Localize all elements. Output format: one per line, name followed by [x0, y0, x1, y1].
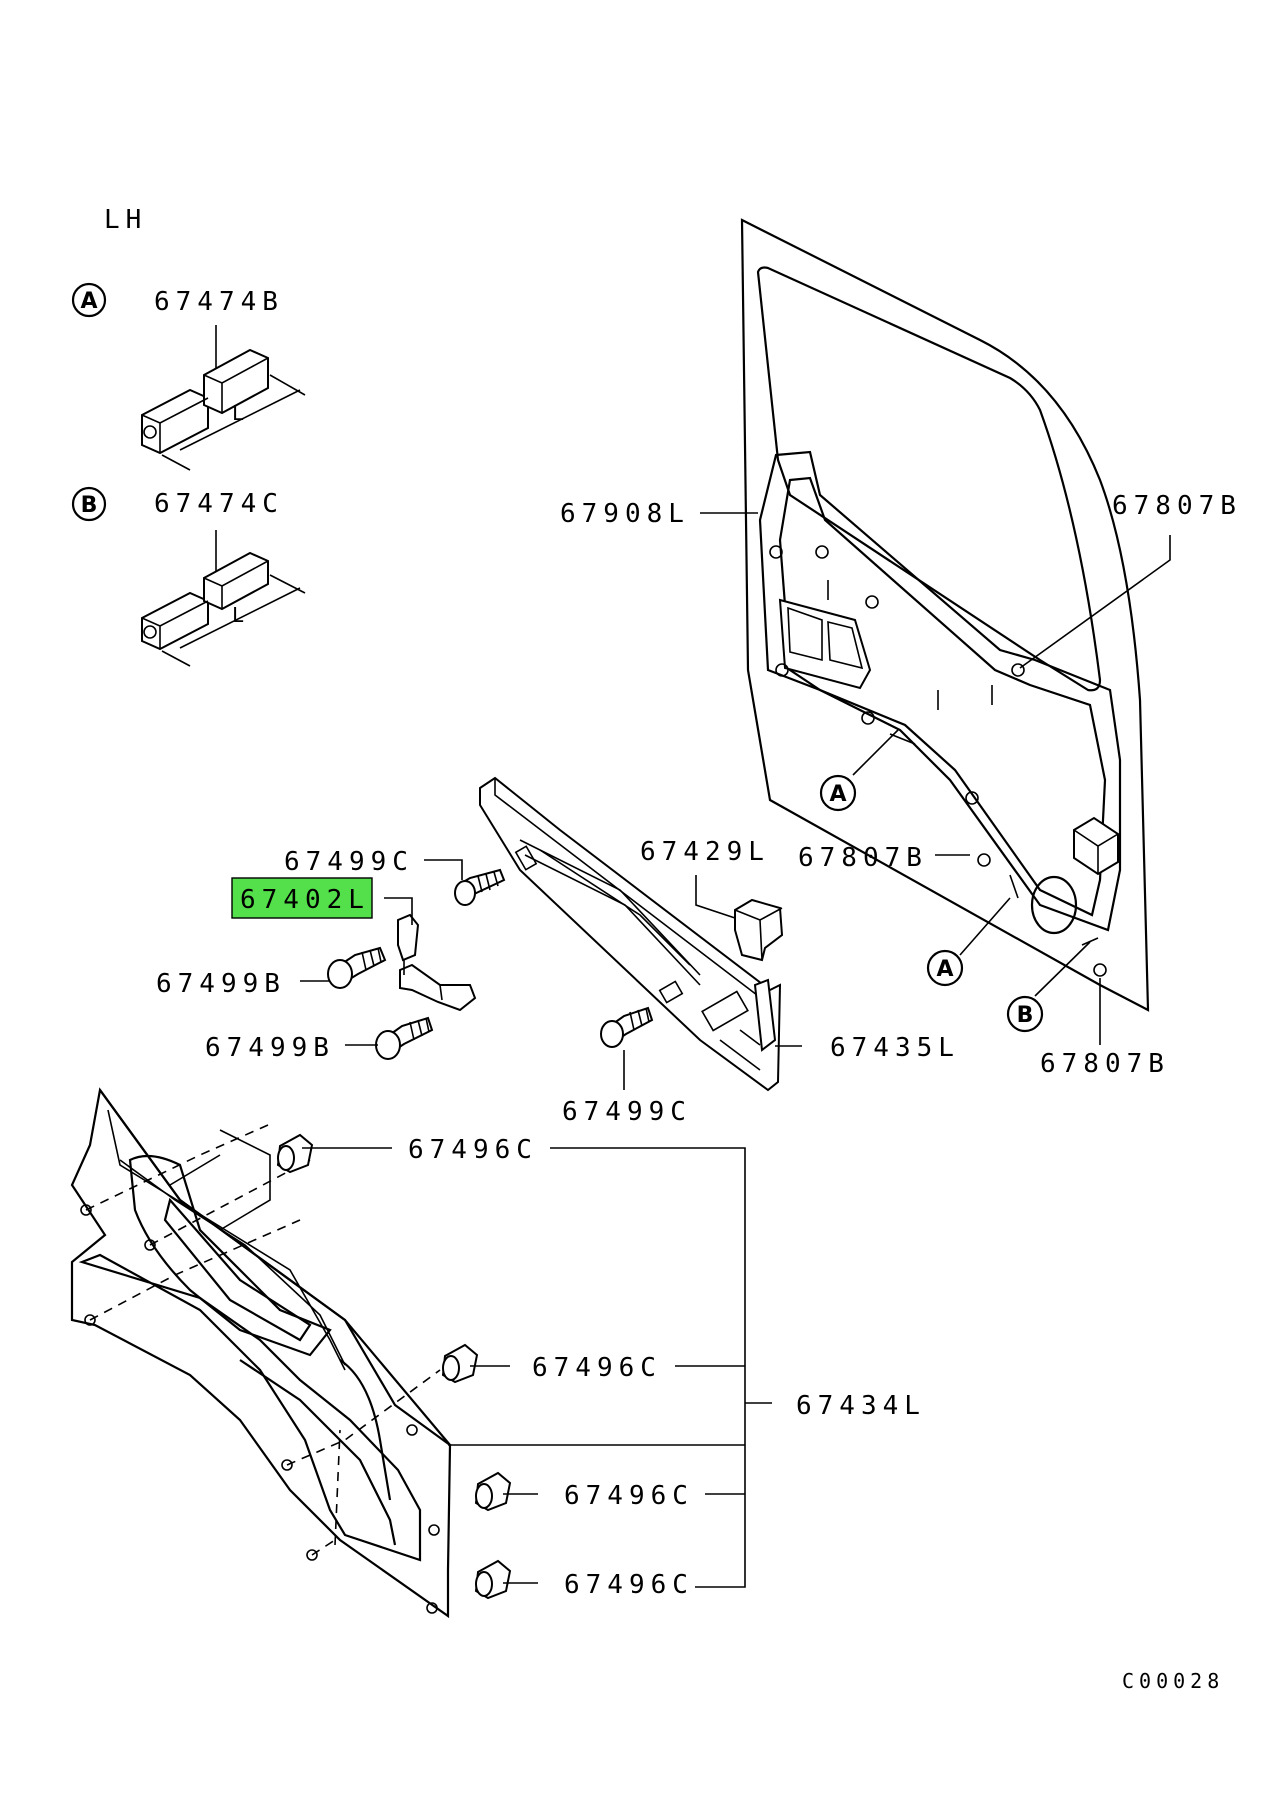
figure-code: C00028 — [1122, 1669, 1224, 1693]
part-label-67499B-2[interactable]: 67499B — [205, 1033, 335, 1063]
leader-lines — [300, 512, 1171, 1588]
screw-67499B-2 — [375, 1016, 434, 1060]
part-label-67435L[interactable]: 67435L — [830, 1033, 960, 1063]
detail-a-letter: A — [80, 289, 97, 314]
svg-text:A: A — [936, 957, 953, 982]
door-callout-b: B — [1006, 995, 1044, 1033]
part-label-67908L[interactable]: 67908L — [560, 499, 690, 529]
part-label-67807B-bottom[interactable]: 67807B — [1040, 1049, 1170, 1079]
part-label-67474B[interactable]: 67474B — [154, 287, 284, 317]
trim-panel-drawing — [70, 1087, 452, 1619]
detail-a-dimension: L — [232, 401, 249, 425]
detail-a-circle — [71, 282, 107, 318]
part-label-67474C[interactable]: 67474C — [154, 489, 284, 519]
svg-text:A: A — [829, 782, 846, 807]
clip-67496C-2 — [441, 1343, 479, 1384]
part-label-67499C-bottom[interactable]: 67499C — [562, 1097, 692, 1127]
part-label-67429L[interactable]: 67429L — [640, 837, 770, 867]
clip-67474C-drawing — [141, 551, 306, 667]
screw-67499C-top — [454, 868, 506, 906]
handle-67429L-drawing — [734, 898, 784, 962]
screw-67499C-bottom — [600, 1006, 654, 1048]
part-label-67807B-mid[interactable]: 67807B — [798, 843, 928, 873]
regulator-drawing — [479, 776, 782, 1092]
door-callout-a-1: A — [819, 774, 857, 812]
door-panel-drawing — [740, 218, 1150, 1012]
bracket-67402L-drawing — [397, 913, 477, 1012]
part-label-67807B-top[interactable]: 67807B — [1112, 491, 1242, 521]
svg-text:B: B — [1017, 1003, 1034, 1028]
part-label-67496C-4[interactable]: 67496C — [564, 1570, 694, 1600]
clip-67496C-4 — [474, 1559, 512, 1600]
part-label-67496C-2[interactable]: 67496C — [532, 1353, 662, 1383]
detail-a: A 67474B L — [71, 282, 306, 471]
clip-67474B-drawing — [141, 348, 306, 471]
part-label-67434L[interactable]: 67434L — [796, 1391, 926, 1421]
detail-b-letter: B — [81, 493, 98, 518]
door-callout-a-2: A — [926, 949, 964, 987]
detail-b-circle — [71, 486, 107, 522]
part-label-67499C-top[interactable]: 67499C — [284, 847, 414, 877]
detail-b: B 67474C L — [71, 486, 306, 667]
clip-67496C-3 — [474, 1471, 512, 1512]
part-label-67496C-1[interactable]: 67496C — [408, 1135, 538, 1165]
part-label-67496C-3[interactable]: 67496C — [564, 1481, 694, 1511]
side-label: LH — [104, 205, 147, 235]
part-label-67402L[interactable]: 67402L — [240, 885, 370, 915]
highlight-box-67402L — [231, 877, 373, 919]
detail-b-dimension: L — [232, 603, 249, 627]
part-label-67499B-1[interactable]: 67499B — [156, 969, 286, 999]
clip-67496C-1 — [276, 1133, 314, 1174]
screw-67499B-1 — [327, 946, 387, 989]
